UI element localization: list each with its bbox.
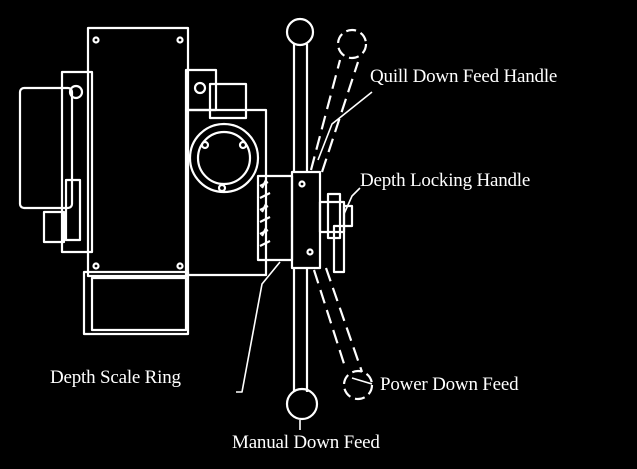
leader-lines xyxy=(236,91,373,430)
label-manual-down-feed: Manual Down Feed xyxy=(232,432,380,453)
feed-hub xyxy=(290,170,322,270)
dashed-handle-positions xyxy=(309,28,374,401)
label-depth-locking-handle: Depth Locking Handle xyxy=(360,170,531,191)
depth-scale-ring xyxy=(256,174,294,262)
label-power-down-feed: Power Down Feed xyxy=(380,374,519,395)
head-block xyxy=(82,26,190,336)
motor-housing xyxy=(18,70,94,254)
manual-feed-handle xyxy=(285,17,319,421)
label-quill-down-feed-handle: Quill Down Feed Handle xyxy=(370,66,558,87)
gearbox xyxy=(184,68,268,277)
label-depth-scale-ring: Depth Scale Ring xyxy=(50,367,181,388)
